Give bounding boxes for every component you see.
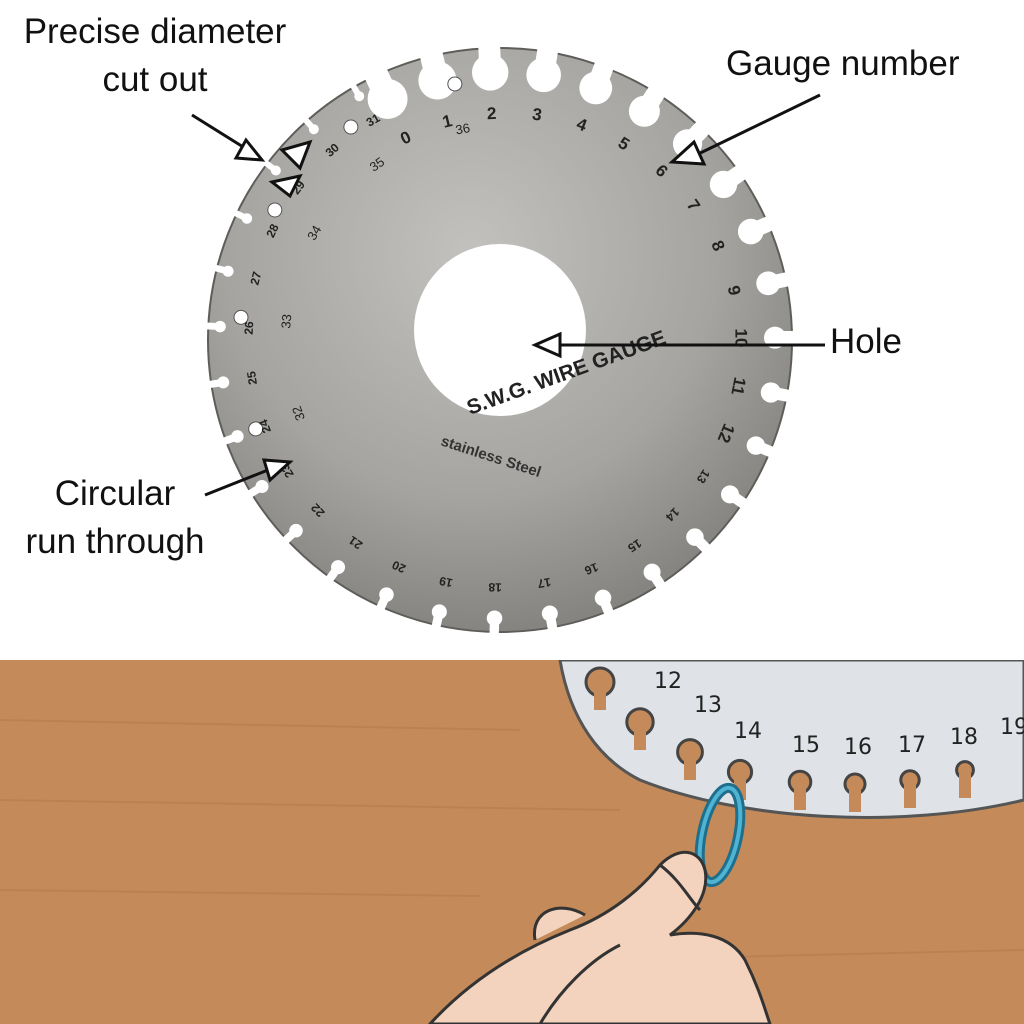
bottom-gauge-notch bbox=[787, 769, 813, 810]
callout-gauge-number: Gauge number bbox=[726, 44, 960, 83]
bottom-gauge-notch bbox=[625, 707, 655, 750]
gauge-disc bbox=[207, 47, 793, 633]
callout-precise-diameter-line2: cut out bbox=[102, 60, 208, 99]
callout-precise-diameter: Precise diameter cut out bbox=[0, 8, 310, 104]
bottom-gauge-notch bbox=[843, 772, 867, 812]
bottom-gauge-number-label: 16 bbox=[844, 735, 872, 760]
gauge-number-label: 26 bbox=[242, 321, 257, 335]
callout-circular-run-line1: Circular bbox=[54, 474, 176, 513]
callout-circular-run-line2: run through bbox=[25, 522, 205, 561]
gauge-number-label: 24 bbox=[256, 417, 274, 435]
bottom-gauge-number-label: 17 bbox=[898, 733, 926, 758]
gauge-edge-notches bbox=[584, 666, 975, 812]
bottom-gauge-notch bbox=[584, 666, 616, 710]
small-gauge-hole bbox=[267, 202, 283, 218]
gauge-number-label: 3 bbox=[531, 104, 543, 124]
gauge-number-label: 1 bbox=[441, 111, 455, 132]
inner-gauge-number-label: 34 bbox=[304, 223, 324, 243]
bottom-gauge-notch bbox=[899, 769, 921, 808]
bottom-gauge-number-label: 12 bbox=[654, 669, 682, 694]
gauge-number-label: 28 bbox=[263, 221, 282, 239]
bottom-gauge-number-label: 13 bbox=[694, 693, 722, 718]
small-gauge-hole bbox=[447, 76, 463, 92]
small-gauge-hole bbox=[233, 309, 249, 325]
inner-gauge-number-label: 35 bbox=[367, 154, 387, 175]
gauge-number-label: 27 bbox=[247, 270, 264, 287]
callout-hole: Hole bbox=[830, 322, 902, 361]
gauge-number-label: 16 bbox=[582, 560, 600, 578]
hand bbox=[427, 850, 772, 1024]
gauge-number-label: 9 bbox=[724, 284, 745, 297]
gauge-number-label: 2 bbox=[487, 104, 497, 123]
bottom-gauge-notch bbox=[726, 758, 754, 800]
gauge-number-label: 17 bbox=[536, 575, 552, 591]
small-gauge-hole bbox=[248, 421, 264, 437]
inner-gauge-number-label: 33 bbox=[278, 313, 294, 329]
gauge-number-label: 25 bbox=[244, 370, 260, 386]
inner-gauge-numbers: 32 33 34 35 36 bbox=[278, 120, 471, 423]
inner-gauge-number-label: 32 bbox=[289, 404, 308, 423]
bottom-gauge-number-label: 19 bbox=[1000, 715, 1024, 740]
callout-precise-diameter-line1: Precise diameter bbox=[23, 12, 287, 51]
gauge-small-holes bbox=[233, 76, 463, 437]
callout-arrows bbox=[191, 93, 825, 497]
bottom-gauge-number-label: 15 bbox=[792, 733, 820, 758]
inner-gauge-number-label: 36 bbox=[454, 120, 471, 137]
bottom-gauge-notch bbox=[676, 738, 704, 780]
gauge-edge-numbers: 12 13 14 15 16 17 18 19 bbox=[654, 669, 1024, 760]
bottom-gauge-number-label: 14 bbox=[734, 719, 762, 744]
bottom-gauge-number-label: 18 bbox=[950, 725, 978, 750]
gauge-number-label: 18 bbox=[488, 580, 502, 594]
gauge-number-label: 19 bbox=[438, 574, 454, 591]
callout-circular-run: Circular run through bbox=[0, 470, 230, 566]
gauge-number-label: 31 bbox=[364, 111, 383, 130]
gauge-number-label: 11 bbox=[727, 376, 749, 397]
usage-illustration: 12 13 14 15 16 17 18 19 bbox=[0, 660, 1024, 1024]
gauge-number-label: 10 bbox=[731, 328, 750, 347]
gauge-number-label: 20 bbox=[390, 558, 408, 576]
small-gauge-hole bbox=[343, 119, 359, 135]
bottom-gauge-notch bbox=[955, 760, 975, 798]
